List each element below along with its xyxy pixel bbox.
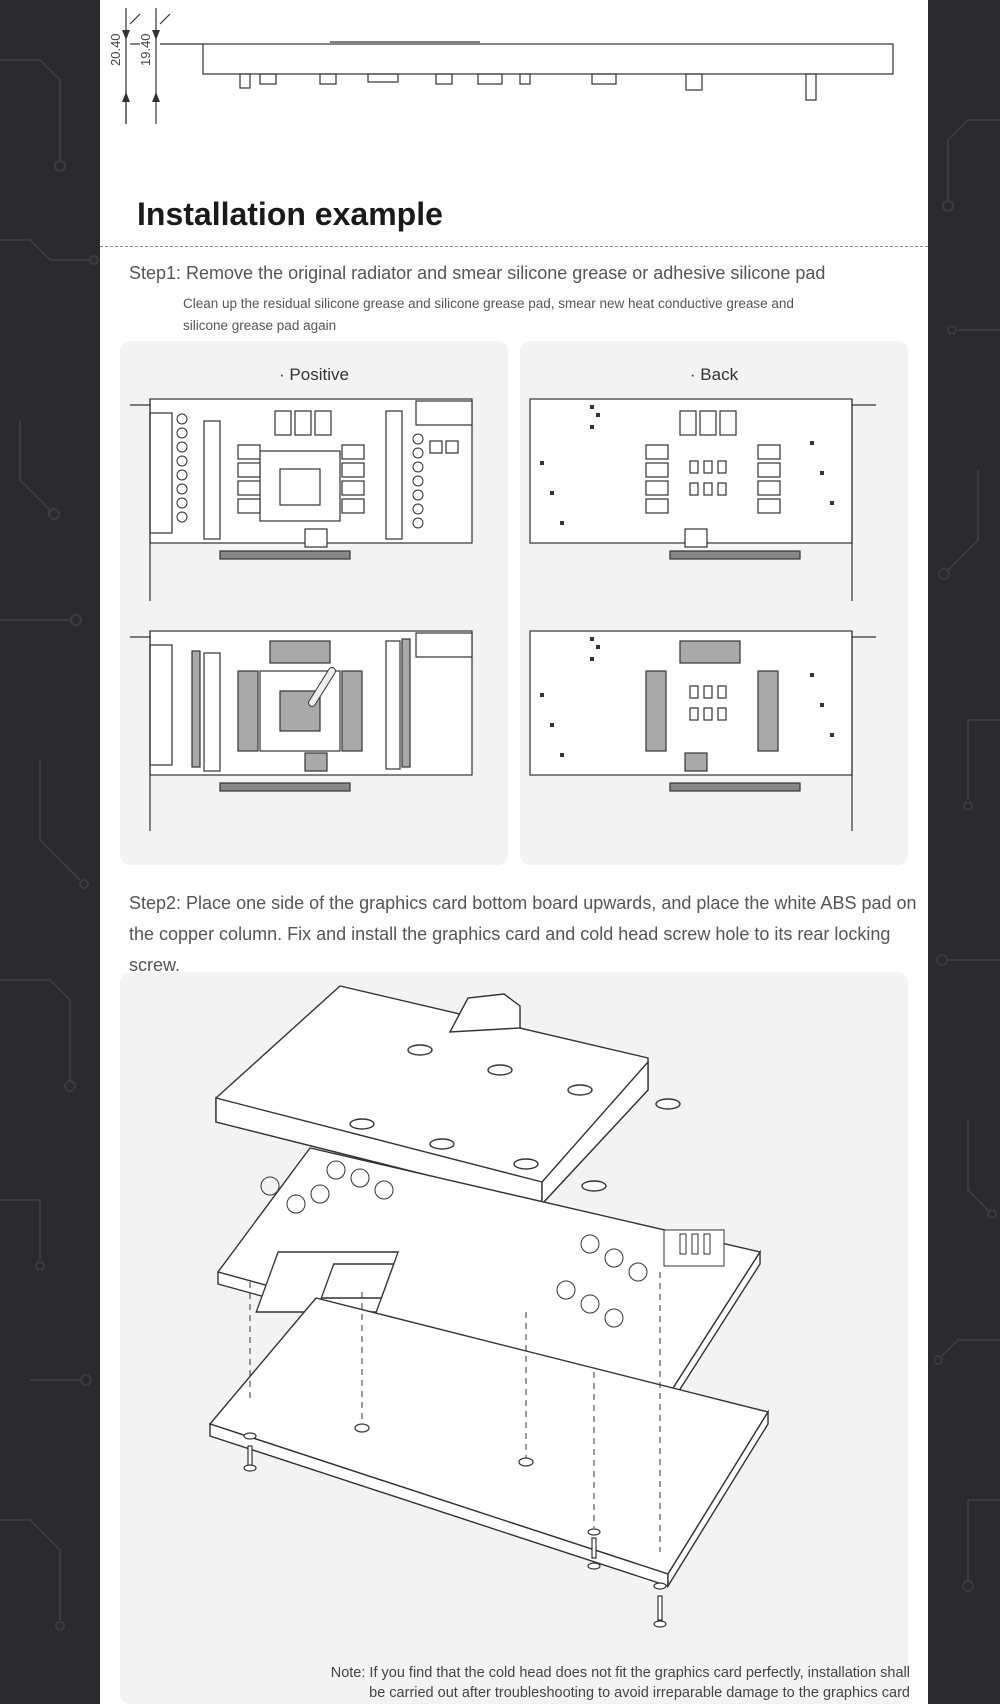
section-divider [100,246,928,247]
dimension-drawing: 20.40 19.40 [108,8,894,124]
step2-text: Step2: Place one side of the graphics ca… [129,893,917,975]
dimension-inner-label: 19.40 [138,33,153,66]
pcb-back-illustrations [529,398,876,831]
back-label: · Back [689,365,739,384]
step1-description: Clean up the residual silicone grease an… [183,296,794,333]
note-line-1: Note: If you find that the cold head doe… [330,1665,910,1681]
back-panel: · Back [520,341,908,865]
dimension-outer-label: 20.40 [108,33,123,66]
positive-panel: · Positive [120,341,508,865]
pcb-front-illustrations [130,398,473,831]
left-decor-panel [0,0,100,1704]
note-line-2: be carried out after troubleshooting to … [369,1685,910,1701]
assembly-panel [120,972,908,1704]
product-detail-page: 20.40 19.40 Installation example Step1: … [100,0,928,1704]
circuit-pattern-left [0,59,99,1631]
circuit-pattern-right [933,119,1000,1592]
exploded-assembly-illustration [208,985,770,1628]
right-decor-panel [928,0,1000,1704]
step1-title: Step1: Remove the original radiator and … [129,263,826,283]
installation-note: Note: If you find that the cold head doe… [310,1663,910,1703]
section-title: Installation example [137,196,443,232]
thermal-paste-syringe-icon [308,667,336,707]
positive-label: · Positive [279,365,349,384]
